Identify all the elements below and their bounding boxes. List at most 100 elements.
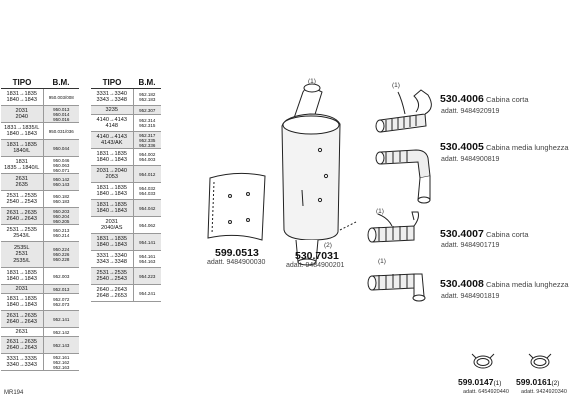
cell-bm: 952.141: [42, 310, 79, 328]
cell-tipo: 2031 2040/AS: [91, 216, 133, 234]
cell-bm: 952.143: [42, 336, 79, 354]
cell-bm: 954.002 954.003: [132, 148, 161, 166]
cell-bm: 952.013: [42, 284, 79, 294]
code-suffix: (2): [551, 380, 560, 387]
part-adatt-530-7031: adatt. 9484900201: [286, 262, 345, 269]
cell-bm: 954.161 954.163: [132, 250, 161, 268]
clamp-0161-drawing: [528, 353, 552, 369]
part-adatt-530-4008: adatt. 9484901819: [441, 293, 500, 300]
cell-bm: 950.203 950.204 950.205: [42, 207, 79, 225]
cell-tipo: 2031: [1, 284, 43, 294]
cell-tipo: 2531→2535 2540→2543: [1, 190, 43, 208]
part-code-599-0161: 599.0161(2): [516, 377, 559, 387]
part-code-530-4006: 530.4006: [440, 93, 484, 105]
cell-tipo: 2031 2040: [1, 105, 43, 123]
part-adatt-530-4005: adatt. 9484900819: [441, 156, 500, 163]
cell-tipo: 4140→4143 4148: [91, 114, 133, 132]
cell-tipo: 1831→1835 1840→1843: [1, 293, 43, 311]
part-code-530-4007: 530.4007: [440, 228, 484, 240]
cell-tipo: 3235: [91, 105, 133, 115]
part-adatt-599-0513: adatt. 9484900030: [207, 259, 266, 266]
part-adatt-530-4006: adatt. 9484920919: [441, 108, 500, 115]
cell-bm: 952.161 952.162 952.163: [42, 353, 79, 371]
cell-bm: 950.013 950.014 950.016: [42, 105, 79, 123]
silencer-callout-bottom: (2): [324, 242, 332, 249]
cell-tipo: 1831→1835 1840→1843: [91, 233, 133, 251]
cell-tipo: 1831→1835 1840→1843: [1, 88, 43, 106]
pipe-4006-drawing: [375, 89, 432, 133]
cell-bm: 950.003/008: [42, 88, 79, 106]
cell-bm: 950.224 950.226 950.228: [42, 241, 79, 268]
part-code-599-0147: 599.0147(1): [458, 377, 501, 387]
cell-tipo: 2531→2535 2540→2543: [91, 267, 133, 285]
cell-tipo: 2631→2635 2640→2643: [1, 310, 43, 328]
pipe-4008-callout: (1): [378, 258, 386, 265]
cell-bm: 954.012: [132, 165, 161, 183]
cell-tipo: 2640→2643 2648→2653: [91, 284, 133, 302]
pipe-4005-drawing: [375, 149, 431, 204]
cell-tipo: 2631 2635: [1, 173, 43, 191]
cell-bm: 952.003: [42, 267, 79, 285]
pipe-4008-drawing: [367, 273, 426, 302]
cell-bm: 954.241: [132, 284, 161, 302]
cell-tipo: 1831→1835 1840→1843: [91, 199, 133, 217]
cell-tipo: 1831 1835→1840/L: [1, 156, 43, 174]
cell-bm: 954.141: [132, 233, 161, 251]
cell-bm: 952.072 952.073: [42, 293, 79, 311]
cell-tipo: 3331→3340 3343→3348: [91, 88, 133, 106]
cell-tipo: 1831→1835 1840→1843: [91, 182, 133, 200]
part-code-530-4008: 530.4008: [440, 278, 484, 290]
cell-tipo: 1831→1835 1840→1843: [1, 267, 43, 285]
part-desc-530-4007: Cabina corta: [486, 230, 529, 239]
code-text: 599.0147: [458, 377, 494, 387]
cell-tipo: 1831→1835 1840→1843: [91, 148, 133, 166]
cell-bm: 950.044: [42, 139, 79, 157]
cell-tipo: 2631: [1, 327, 43, 337]
cell-bm: 950.031/036: [42, 122, 79, 140]
cell-tipo: 1831→1835 1840/L: [1, 139, 43, 157]
cell-bm: 952.142: [42, 327, 79, 337]
part-desc-530-4005: Cabina media lunghezza: [486, 143, 569, 152]
cell-bm: 950.046 950.063 950.071: [42, 156, 79, 174]
part-code-599-0513: 599.0513: [215, 247, 259, 259]
cell-tipo: 2631→2635 2640→2643: [1, 336, 43, 354]
cell-tipo: 3331→3335 3340→3343: [1, 353, 43, 371]
cell-bm: 950.142 950.143: [42, 173, 79, 191]
code-text: 599.0161: [516, 377, 552, 387]
cell-bm: 954.042: [132, 199, 161, 217]
cell-tipo: 2031→2040 2053: [91, 165, 133, 183]
cell-bm: 952.307: [132, 105, 161, 115]
cell-bm: 954.223: [132, 267, 161, 285]
cell-tipo: 2631→2635 2640→2643: [1, 207, 43, 225]
part-desc-530-4006: Cabina corta: [486, 95, 529, 104]
page-footer-code: MR194: [4, 390, 24, 396]
part-code-530-4005: 530.4005: [440, 141, 484, 153]
header-tipo: TIPO: [91, 76, 133, 89]
cell-bm: 954.062: [132, 216, 161, 234]
header-tipo: TIPO: [1, 76, 43, 89]
cell-tipo: 1831→1835/L 1840→1843: [1, 122, 43, 140]
pipe-4007-callout: (1): [376, 208, 384, 215]
header-bm: B.M.: [133, 76, 161, 89]
silencer-drawing: [281, 83, 357, 266]
